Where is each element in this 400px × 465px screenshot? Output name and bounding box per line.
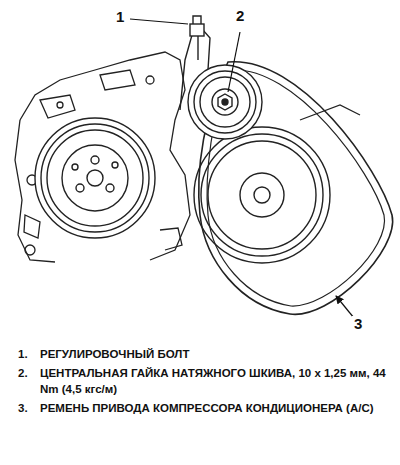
leader-line bbox=[130, 19, 188, 24]
tensioner-pulley bbox=[188, 65, 262, 139]
callout-number: 2 bbox=[234, 8, 246, 25]
ac-belt-inner bbox=[207, 70, 384, 306]
callout-number: 1 bbox=[114, 9, 126, 26]
center-nut bbox=[218, 94, 232, 110]
legend-text: РЕМЕНЬ ПРИВОДА КОМПРЕССОРА КОНДИЦИОНЕРА … bbox=[40, 400, 390, 416]
leader-arrow bbox=[336, 296, 354, 318]
ac-belt bbox=[199, 62, 393, 315]
legend-number: 2. bbox=[18, 365, 28, 381]
legend-number: 3. bbox=[18, 400, 28, 416]
engine-block bbox=[15, 52, 360, 262]
leader-line bbox=[228, 32, 240, 92]
leader-lines bbox=[130, 19, 354, 318]
legend-number: 1. bbox=[18, 346, 28, 362]
legend-text: РЕГУЛИРОВОЧНЫЙ БОЛТ bbox=[40, 346, 390, 362]
legend-text: ЦЕНТРАЛЬНАЯ ГАЙКА НАТЯЖНОГО ШКИВА, 10 x … bbox=[40, 365, 390, 397]
compressor-pulley bbox=[35, 118, 155, 238]
callout-number: 3 bbox=[352, 316, 364, 333]
